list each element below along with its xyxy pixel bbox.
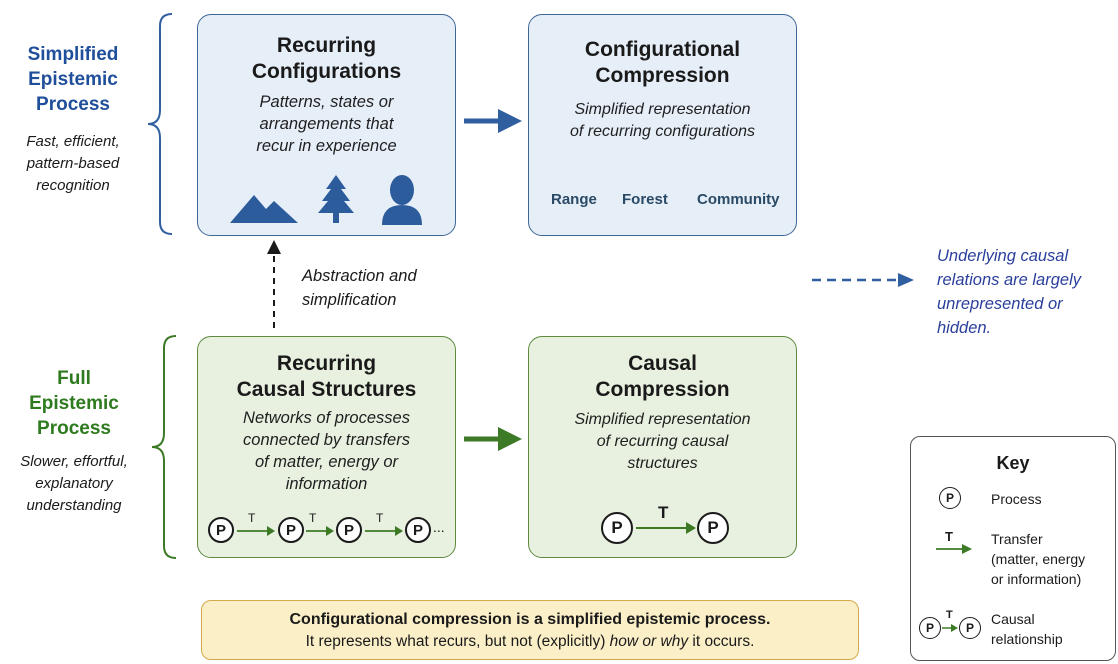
full-brace — [151, 335, 177, 559]
causal-compression-desc-1: Simplified representation — [574, 411, 751, 428]
note-line-2-emphasis: how or why — [609, 633, 689, 650]
key-causal-process-2: P — [959, 617, 981, 639]
recurring-configurations-desc-3: recur in experience — [256, 137, 397, 155]
note-line-2: It represents what recurs, but not (expl… — [202, 631, 858, 653]
configurational-compression-title-1: Configurational — [584, 38, 741, 61]
recurring-configurations-title-1: Recurring — [276, 34, 377, 57]
simplified-title-1: Simplified — [27, 44, 119, 65]
summary-note: Configurational compression is a simplif… — [201, 600, 859, 660]
chain-transfer-label-2: T — [309, 511, 317, 525]
hidden-line-4: hidden. — [937, 319, 992, 337]
causal-compression-desc-3: structures — [627, 455, 698, 472]
arrow-compress-causal — [464, 427, 522, 451]
configurational-compression-desc-2: of recurring configurations — [570, 123, 755, 140]
causal-chain: P T P T P T P ... — [208, 511, 453, 545]
tree-icon — [318, 175, 354, 223]
causal-compression-title-2: Compression — [595, 378, 730, 401]
configurational-compression-box: Configurational Compression Simplified r… — [528, 14, 797, 236]
recurring-causal-desc-1: Networks of processes — [243, 409, 410, 427]
chain-process-3: P — [336, 517, 362, 543]
causal-process-2: P — [697, 512, 729, 544]
key-causal-transfer-label: T — [946, 609, 953, 621]
full-title-3: Process — [37, 418, 111, 439]
label-community: Community — [697, 191, 780, 208]
key-transfer-arrow — [936, 544, 972, 554]
key-transfer-label-2: (matter, energy — [991, 551, 1086, 567]
full-sub-1: Slower, effortful, — [20, 453, 128, 470]
key-process-label: Process — [991, 491, 1042, 507]
chain-transfer-label-3: T — [376, 511, 384, 525]
key-legend: Key P Process T Transfer (matter, energy… — [910, 436, 1116, 661]
label-range: Range — [551, 191, 597, 208]
key-transfer-label: Transfer (matter, energy or information) — [991, 529, 1085, 589]
chain-process-4: P — [405, 517, 431, 543]
abstraction-line-2: simplification — [302, 291, 397, 309]
key-causal-label: Causal relationship — [991, 609, 1063, 649]
causal-arrow — [636, 522, 696, 534]
chain-arrow-2 — [306, 526, 334, 536]
arrow-compress-configurations — [464, 109, 522, 133]
chain-arrow-3 — [365, 526, 403, 536]
recurring-configurations-box: Recurring Configurations Patterns, state… — [197, 14, 456, 236]
full-sub-2: explanatory — [35, 475, 113, 492]
hidden-arrow — [812, 273, 914, 287]
chain-process-1: P — [208, 517, 234, 543]
note-line-2-post: it occurs. — [688, 633, 755, 650]
recurring-configurations-desc-1: Patterns, states or — [259, 93, 394, 111]
simplified-brace — [147, 13, 173, 235]
full-title-1: Full — [57, 368, 91, 389]
chain-ellipsis: ... — [433, 519, 445, 535]
causal-compression-desc-2: of recurring causal — [596, 433, 729, 450]
abstraction-label: Abstraction and simplification — [302, 264, 417, 312]
key-causal-label-1: Causal — [991, 611, 1035, 627]
key-causal-arrow — [942, 624, 958, 632]
chain-transfer-label-1: T — [248, 511, 256, 525]
recurring-causal-desc-2: connected by transfers — [243, 431, 410, 449]
key-transfer-label-1: Transfer — [991, 531, 1043, 547]
configurational-compression-desc-1: Simplified representation — [574, 101, 751, 118]
hidden-relations-text: Underlying causal relations are largely … — [937, 244, 1117, 340]
configurational-compression-title-2: Compression — [595, 64, 730, 87]
abstraction-line-1: Abstraction and — [302, 267, 417, 285]
simplified-title-3: Process — [36, 94, 110, 115]
recurring-configurations-title-2: Configurations — [251, 60, 402, 83]
key-transfer-symbol: T — [945, 529, 953, 544]
key-causal-label-2: relationship — [991, 631, 1063, 647]
note-line-2-pre: It represents what recurs, but not (expl… — [305, 633, 610, 650]
recurring-causal-structures-box: Recurring Causal Structures Networks of … — [197, 336, 456, 558]
note-line-1: Configurational compression is a simplif… — [289, 611, 771, 628]
chain-arrow-1 — [237, 526, 275, 536]
chain-process-2: P — [278, 517, 304, 543]
simplified-title-2: Epistemic — [28, 69, 118, 90]
abstraction-arrow — [267, 240, 281, 328]
recurring-causal-desc-4: information — [285, 475, 368, 493]
causal-compression-title-1: Causal — [628, 352, 697, 375]
full-process-label: Full Epistemic Process Slower, effortful… — [5, 366, 143, 517]
simplified-sub-2: pattern-based — [26, 155, 120, 172]
causal-compression-box: Causal Compression Simplified representa… — [528, 336, 797, 558]
key-title: Key — [996, 453, 1030, 473]
mountain-icon — [230, 195, 298, 223]
hidden-line-2: relations are largely — [937, 271, 1081, 289]
recurring-causal-desc-3: of matter, energy or — [254, 453, 399, 471]
simplified-sub-3: recognition — [36, 177, 110, 194]
full-title-2: Epistemic — [29, 393, 119, 414]
hidden-line-1: Underlying causal — [937, 247, 1069, 265]
person-icon — [382, 175, 422, 225]
hidden-line-3: unrepresented or — [937, 295, 1063, 313]
causal-transfer-label: T — [658, 503, 669, 522]
simplified-sub-1: Fast, efficient, — [26, 133, 120, 150]
key-causal-process-1: P — [919, 617, 941, 639]
recurring-causal-title-1: Recurring — [276, 352, 377, 375]
recurring-configurations-desc-2: arrangements that — [259, 115, 394, 133]
key-process-symbol: P — [939, 487, 961, 509]
full-sub-3: understanding — [26, 497, 122, 514]
causal-process-1: P — [601, 512, 633, 544]
recurring-causal-title-2: Causal Structures — [236, 378, 417, 401]
label-forest: Forest — [622, 191, 668, 208]
key-transfer-label-3: or information) — [991, 571, 1082, 587]
simplified-process-label: Simplified Epistemic Process Fast, effic… — [8, 42, 138, 197]
